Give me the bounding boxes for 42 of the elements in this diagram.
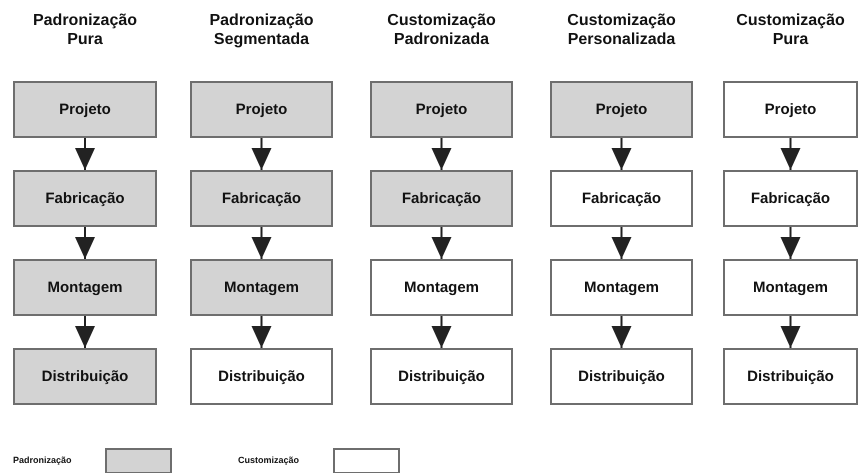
process-box: Distribuição — [370, 348, 513, 405]
legend-label: Padronização — [13, 455, 72, 465]
arrow — [75, 316, 95, 348]
process-box: Projeto — [550, 81, 693, 138]
process-box: Fabricação — [723, 170, 858, 227]
process-box: Projeto — [723, 81, 858, 138]
process-box: Montagem — [370, 259, 513, 316]
process-box: Distribuição — [723, 348, 858, 405]
column-heading: Padronização Pura — [32, 11, 138, 49]
column-heading: Customização Personalizada — [566, 11, 677, 49]
process-box: Projeto — [190, 81, 333, 138]
arrow — [432, 138, 452, 170]
arrow — [780, 227, 800, 259]
process-box: Distribuição — [13, 348, 157, 405]
process-box: Distribuição — [190, 348, 333, 405]
arrow — [75, 138, 95, 170]
arrow — [780, 138, 800, 170]
column-heading: Customização Pura — [735, 11, 846, 49]
arrow — [252, 227, 272, 259]
process-box: Projeto — [370, 81, 513, 138]
arrow — [252, 138, 272, 170]
process-box: Montagem — [723, 259, 858, 316]
process-box: Fabricação — [550, 170, 693, 227]
process-box: Fabricação — [370, 170, 513, 227]
column-heading: Customização Padronizada — [386, 11, 497, 49]
arrow — [432, 316, 452, 348]
column-heading: Padronização Segmentada — [208, 11, 315, 49]
process-box: Distribuição — [550, 348, 693, 405]
process-box: Montagem — [13, 259, 157, 316]
arrow — [612, 316, 632, 348]
arrow — [612, 138, 632, 170]
process-box: Fabricação — [190, 170, 333, 227]
process-box: Projeto — [13, 81, 157, 138]
legend-label: Customização — [238, 455, 300, 465]
arrow — [252, 316, 272, 348]
arrow — [780, 316, 800, 348]
arrow — [612, 227, 632, 259]
process-box: Montagem — [550, 259, 693, 316]
process-box: Fabricação — [13, 170, 157, 227]
arrow — [75, 227, 95, 259]
process-box: Montagem — [190, 259, 333, 316]
arrow — [432, 227, 452, 259]
